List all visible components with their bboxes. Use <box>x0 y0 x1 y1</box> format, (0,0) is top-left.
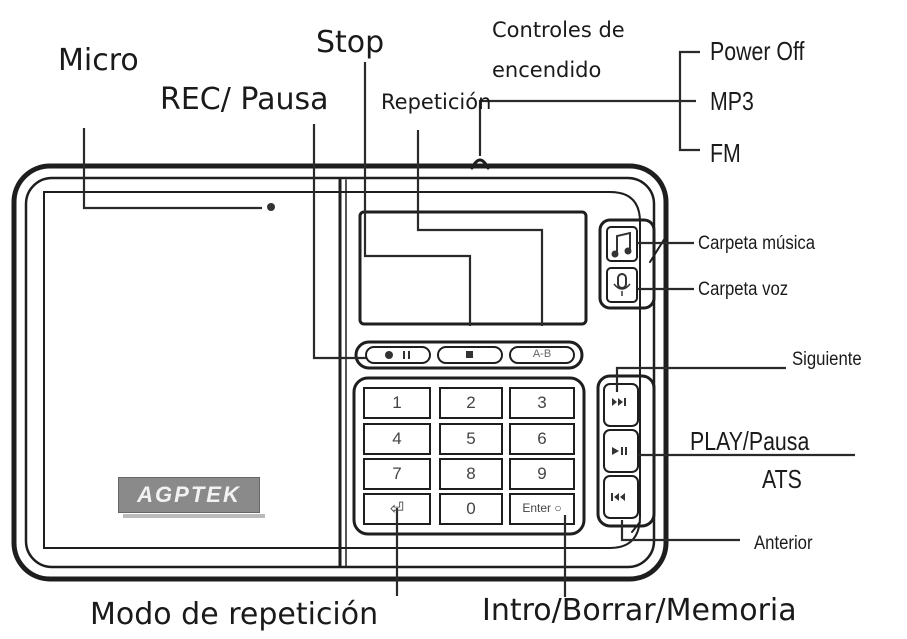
leader-power-bracket <box>678 50 700 152</box>
brand-logo: AGPTEK <box>118 477 265 518</box>
key-7: 7 <box>392 464 402 483</box>
leader-anterior <box>620 520 740 542</box>
ab-repeat-button <box>509 346 575 364</box>
power-switch-knob <box>470 158 490 170</box>
label-anterior: Anterior <box>754 533 813 554</box>
key-1: 1 <box>392 393 402 412</box>
label-rec-pausa: REC/ Pausa <box>160 82 329 117</box>
display-screen <box>358 210 588 326</box>
label-power-off: Power Off <box>710 36 805 66</box>
label-repeticion: Repetición <box>381 90 492 114</box>
leader-controles <box>478 99 696 156</box>
stop-icon <box>466 351 473 358</box>
microphone-hole <box>267 203 275 211</box>
key-3: 3 <box>537 393 547 412</box>
label-controles-2: encendido <box>492 58 602 82</box>
leader-stop <box>363 62 472 326</box>
key-0: 0 <box>466 499 476 518</box>
stop-button <box>437 346 503 364</box>
leader-micro <box>82 128 262 210</box>
label-controles-1: Controles de <box>492 18 625 42</box>
label-carpeta-musica: Carpeta música <box>698 233 816 254</box>
transport-bar <box>354 340 584 370</box>
label-modo-repeticion: Modo de repetición <box>90 597 379 632</box>
side-nav-frame <box>596 374 656 528</box>
label-fm: FM <box>710 138 741 168</box>
label-play-pausa: PLAY/Pausa <box>690 426 810 456</box>
music-note-icon <box>611 231 632 258</box>
key-5: 5 <box>466 429 476 448</box>
next-button <box>603 383 639 427</box>
leader-rec-pausa <box>312 124 366 360</box>
side-top-frame <box>598 218 656 310</box>
key-enter: Enter ○ <box>522 501 562 515</box>
leader-repeticion <box>416 130 544 326</box>
previous-track-icon <box>611 493 625 501</box>
label-carpeta-voz: Carpeta voz <box>698 279 789 300</box>
key-6: 6 <box>537 429 547 448</box>
voice-folder-button <box>606 267 638 303</box>
key-2: 2 <box>466 393 476 412</box>
label-intro-borrar-memoria: Intro/Borrar/Memoria <box>482 593 797 628</box>
label-siguiente: Siguiente <box>792 349 862 370</box>
label-stop: Stop <box>316 25 385 60</box>
label-ats: ATS <box>762 464 802 494</box>
microphone-icon <box>613 273 631 296</box>
label-micro: Micro <box>58 43 139 78</box>
label-mp3: MP3 <box>710 86 754 116</box>
ab-button-label: A-B <box>532 348 552 360</box>
key-9: 9 <box>537 464 547 483</box>
music-folder-button <box>606 226 638 262</box>
next-track-icon <box>612 398 626 406</box>
device-front-panel <box>43 191 641 549</box>
leader-siguiente <box>615 366 786 392</box>
key-repeat-mode: ⏎ <box>389 499 405 518</box>
keypad-frame <box>352 376 586 536</box>
key-8: 8 <box>466 464 476 483</box>
rec-pause-button <box>365 346 431 364</box>
key-4: 4 <box>392 429 402 448</box>
play-pause-button <box>603 429 639 473</box>
previous-button <box>603 475 639 519</box>
rec-pause-icon <box>385 351 410 359</box>
device-outer-shell <box>11 163 669 582</box>
play-pause-icon <box>612 447 627 455</box>
